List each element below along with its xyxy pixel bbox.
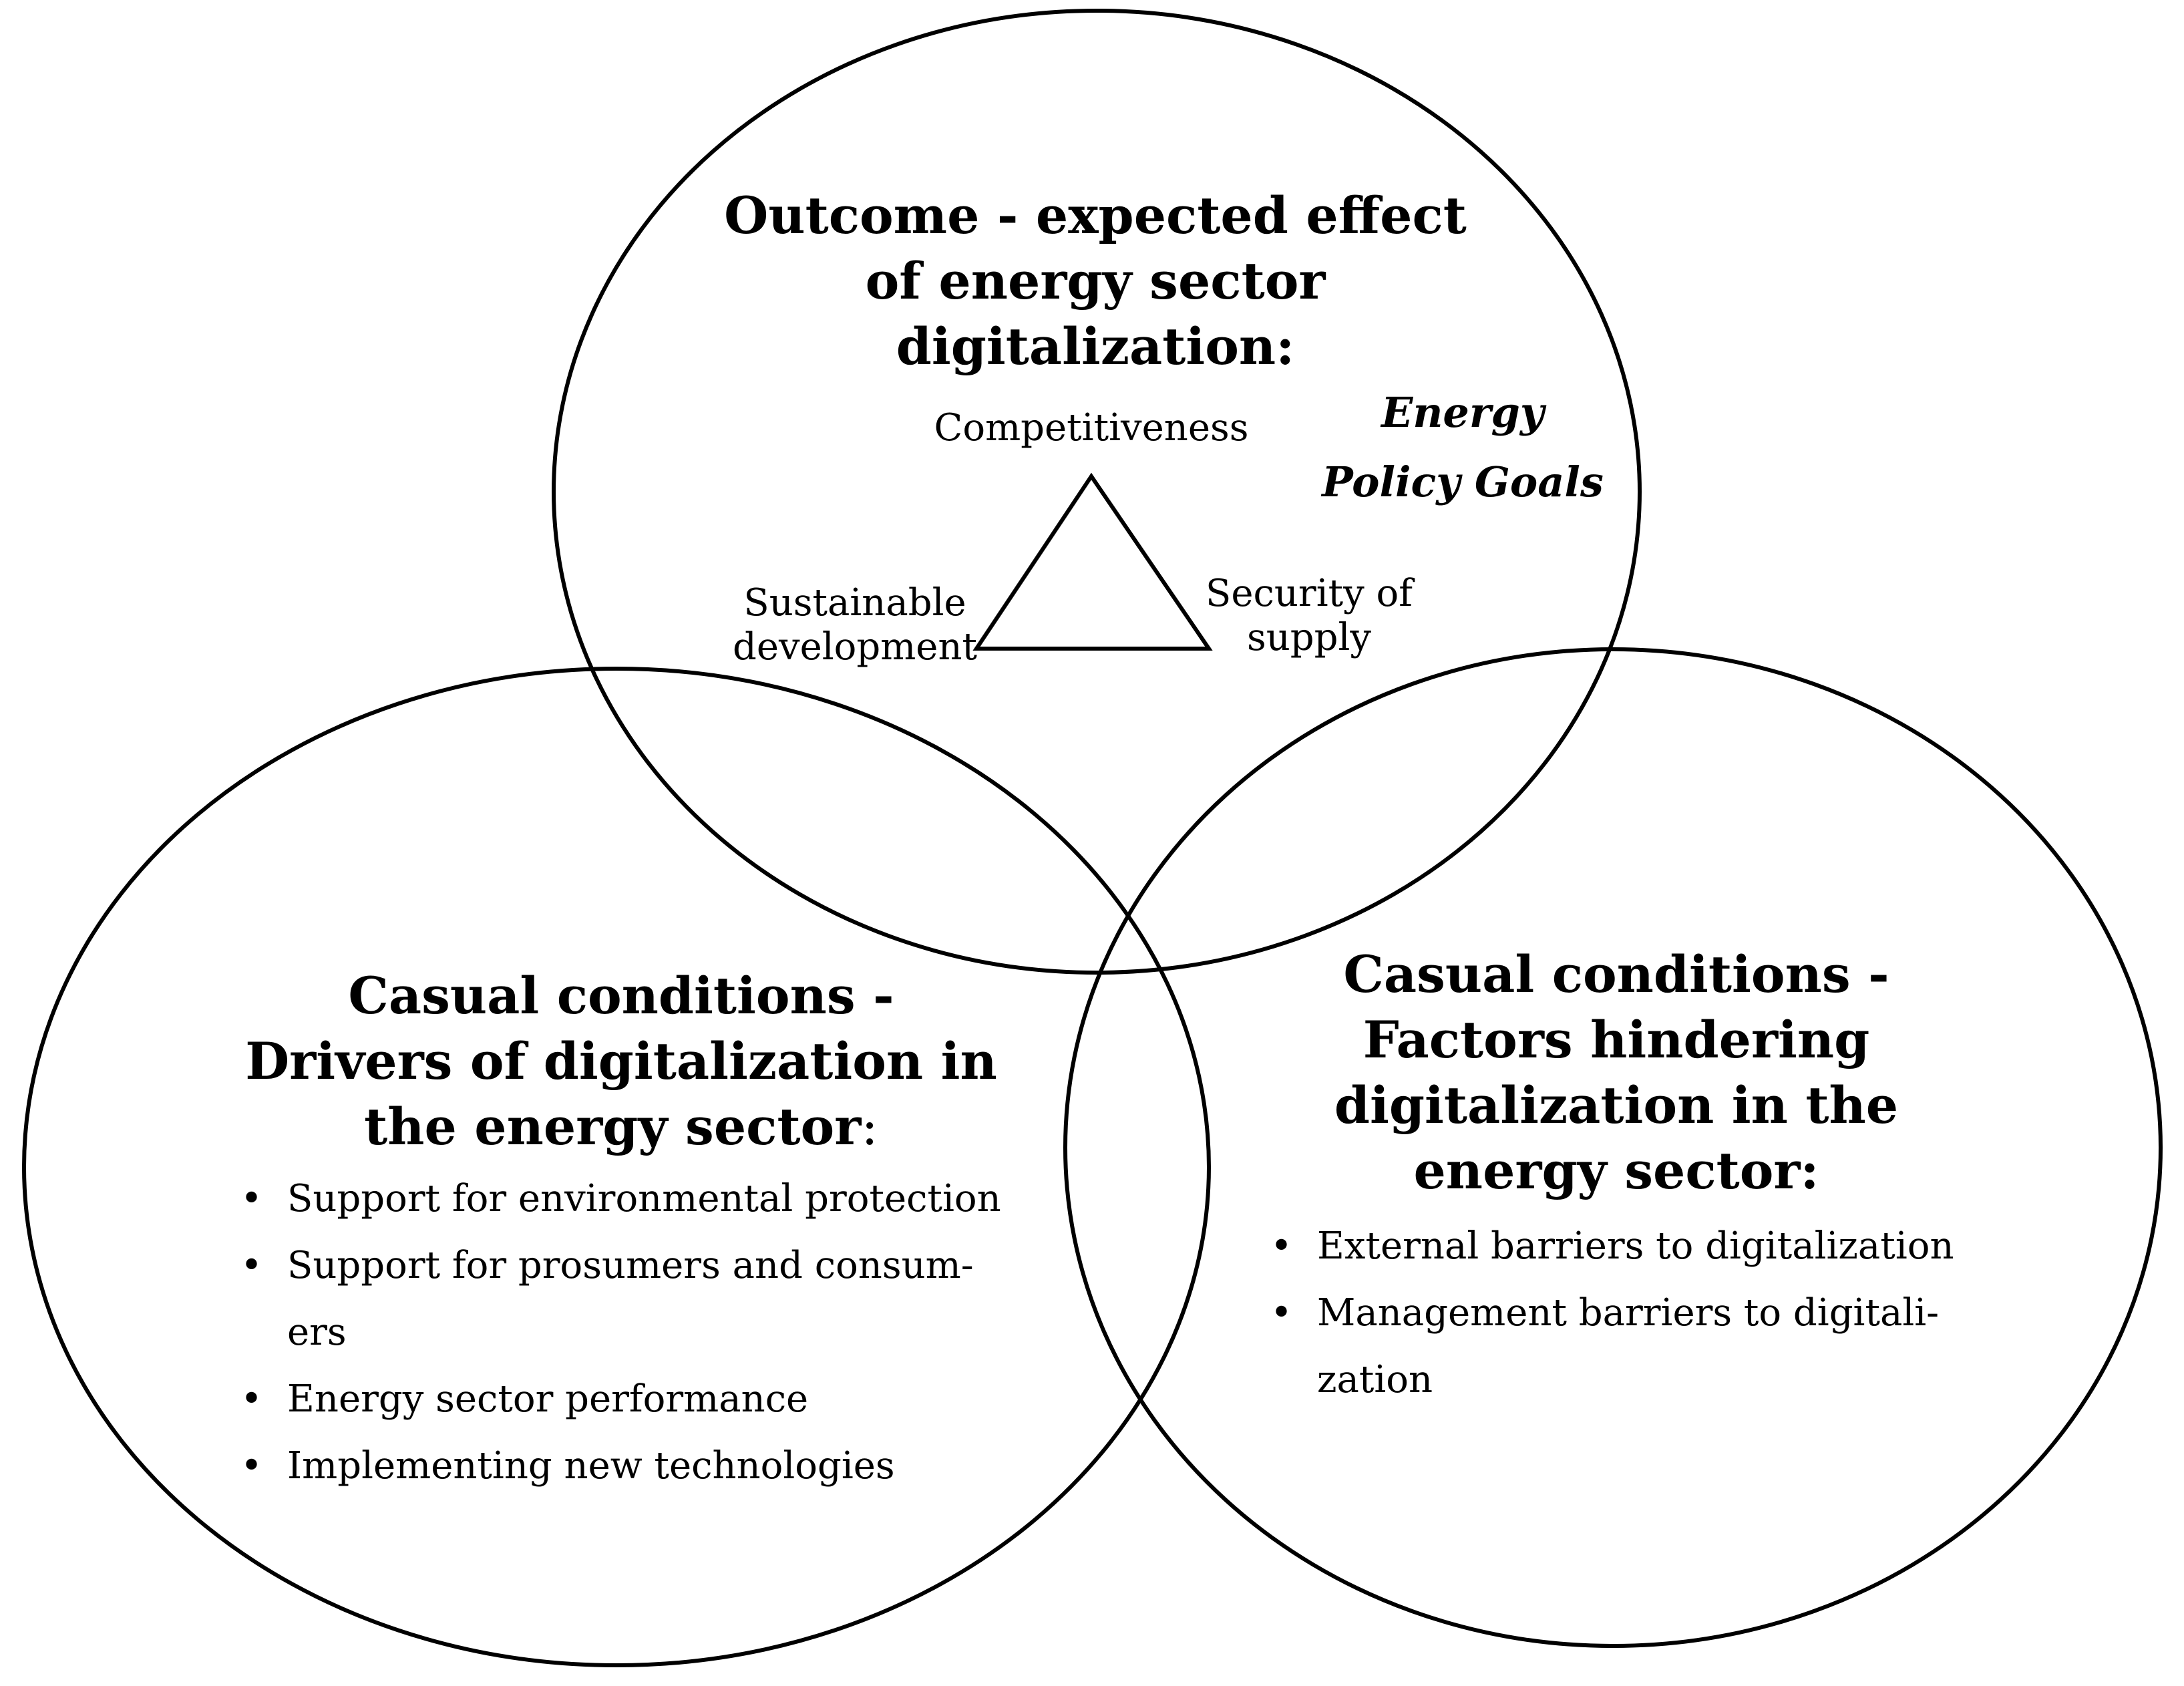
list-item-text: External barriers to digitalization (1317, 1224, 1954, 1268)
list-item: Support for environmental protection (240, 1166, 1001, 1232)
triangle-right-line: Security of (1206, 572, 1413, 615)
goals-label-line: Energy (1381, 388, 1544, 437)
triangle-left-line: Sustainable (743, 581, 966, 625)
outcome-heading-line: Outcome - expected effect (724, 186, 1467, 245)
outcome-circle (552, 9, 1642, 975)
barriers-circle (1063, 647, 2163, 1648)
triangle-left-line: development (732, 625, 978, 669)
policy-goals-triangle (972, 472, 1213, 651)
sustainable-development-label: Sustainable development (695, 581, 1015, 669)
drivers-heading-colon: : (861, 1097, 878, 1156)
drivers-heading-line: the energy sector: (220, 1094, 1022, 1160)
list-item: Energy sector performance (240, 1366, 1001, 1433)
drivers-heading-line: Drivers of digitalization in (245, 1031, 997, 1091)
barriers-heading: Casual conditions - Factors hindering di… (1216, 942, 2017, 1204)
list-item-text: zation (1317, 1358, 1433, 1401)
drivers-heading-text: the energy sector (364, 1097, 862, 1156)
list-item: Management barriers to digitali-zation (1270, 1280, 1954, 1413)
drivers-heading-line: Casual conditions - (348, 966, 894, 1025)
barriers-heading-line: Factors hindering (1362, 1010, 1870, 1069)
list-item-text: Support for prosumers and consum- (287, 1244, 974, 1287)
drivers-circle (22, 667, 1211, 1667)
competitiveness-label: Competitiveness (934, 406, 1249, 450)
drivers-heading: Casual conditions - Drivers of digitaliz… (220, 963, 1022, 1160)
triangle-right-line: supply (1246, 616, 1372, 659)
barriers-heading-line: Casual conditions - (1343, 945, 1889, 1004)
barriers-list: External barriers to digitalization Mana… (1270, 1213, 1954, 1413)
outcome-heading: Outcome - expected effect of energy sect… (688, 183, 1503, 379)
energy-policy-goals-label: Energy Policy Goals (1296, 378, 1630, 517)
security-of-supply-label: Security of supply (1175, 572, 1443, 660)
list-item-text: Implementing new technologies (287, 1444, 895, 1488)
barriers-heading-line: energy sector: (1413, 1141, 1819, 1200)
goals-label-line: Policy Goals (1322, 458, 1604, 506)
list-item-text: ers (287, 1311, 347, 1354)
drivers-list: Support for environmental protection Sup… (240, 1166, 1001, 1500)
list-item: Support for prosumers and consum-ers (240, 1232, 1001, 1366)
list-item: External barriers to digitalization (1270, 1213, 1954, 1280)
list-item-text: Support for environmental protection (287, 1177, 1001, 1220)
outcome-heading-line: digitalization: (896, 317, 1295, 376)
list-item: Implementing new technologies (240, 1433, 1001, 1500)
barriers-heading-line: digitalization in the (1334, 1075, 1899, 1135)
list-item-text: Management barriers to digitali- (1317, 1291, 1940, 1335)
list-item-text: Energy sector performance (287, 1377, 809, 1421)
outcome-heading-line: of energy sector (865, 251, 1326, 311)
